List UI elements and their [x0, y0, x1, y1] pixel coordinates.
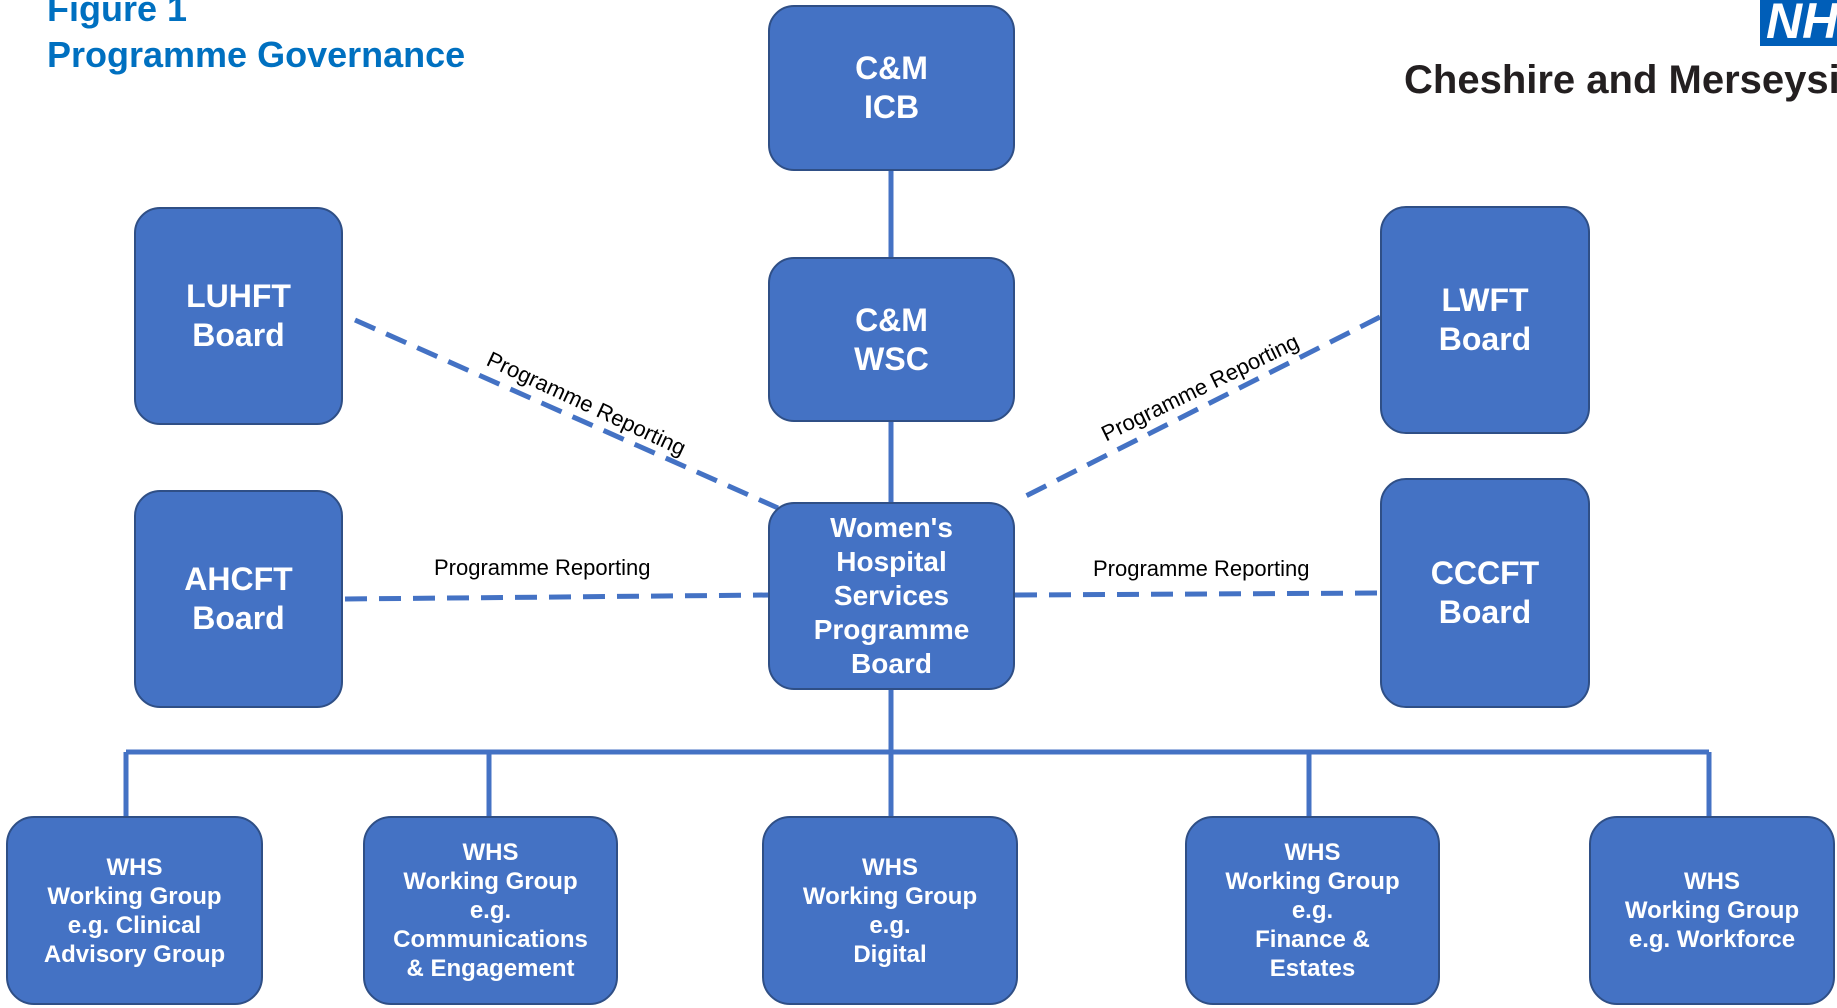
- reporting-line-cccft: [1014, 590, 1381, 598]
- ahcft-board-box: AHCFT Board: [134, 490, 343, 708]
- figure-number: Figure 1: [47, 0, 188, 29]
- working-group-communications: WHS Working Group e.g. Communications & …: [363, 816, 618, 1005]
- working-group-digital: WHS Working Group e.g. Digital: [762, 816, 1018, 1005]
- icb-box: C&M ICB: [768, 5, 1015, 171]
- working-group-workforce: WHS Working Group e.g. Workforce: [1589, 816, 1835, 1005]
- working-group-finance: WHS Working Group e.g. Finance & Estates: [1185, 816, 1440, 1005]
- luhft-board-box: LUHFT Board: [134, 207, 343, 425]
- reporting-line-luhft: [353, 317, 780, 511]
- wsc-box: C&M WSC: [768, 257, 1015, 422]
- figure-title: Programme Governance: [47, 34, 466, 75]
- reporting-line-ahcft: [344, 592, 770, 602]
- cccft-board-box: CCCFT Board: [1380, 478, 1590, 708]
- organisation-name: Cheshire and Merseyside: [1404, 58, 1837, 102]
- reporting-line-lwft: [1016, 314, 1382, 503]
- programme-board-box: Women's Hospital Services Programme Boar…: [768, 502, 1015, 690]
- nhs-logo: NHS: [1760, 0, 1837, 46]
- lwft-board-box: LWFT Board: [1380, 206, 1590, 434]
- reporting-label-cccft: Programme Reporting: [1093, 556, 1310, 581]
- working-group-clinical: WHS Working Group e.g. Clinical Advisory…: [6, 816, 263, 1005]
- reporting-label-ahcft: Programme Reporting: [434, 555, 651, 580]
